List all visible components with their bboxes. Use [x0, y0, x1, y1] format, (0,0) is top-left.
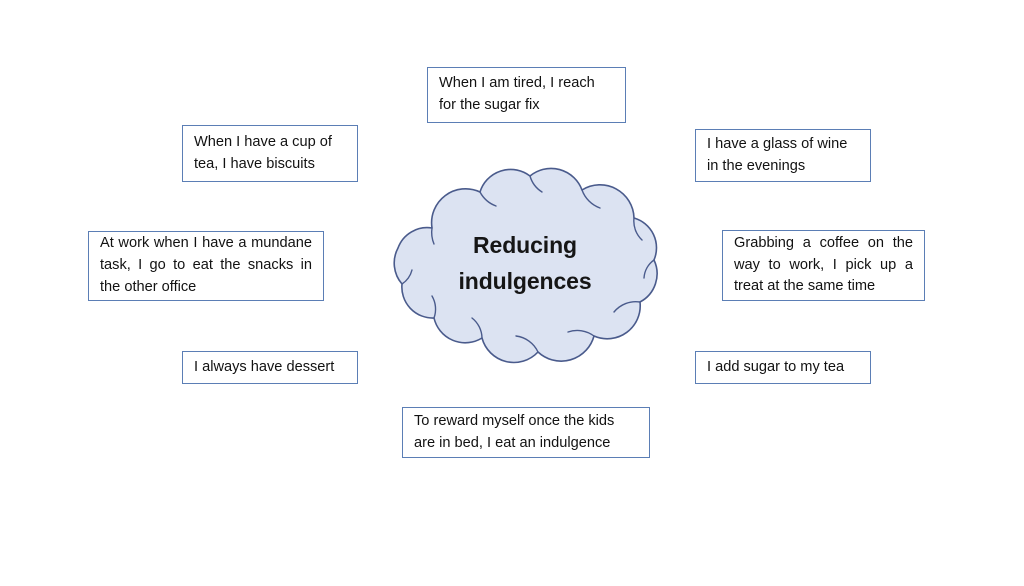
note-box-dessert[interactable]: I always have dessert	[182, 351, 358, 384]
note-text: When I am tired, I reach for the sugar f…	[439, 75, 595, 113]
note-box-sugar-tea[interactable]: I add sugar to my tea	[695, 351, 871, 384]
note-text: I add sugar to my tea	[707, 358, 845, 375]
note-text: Grabbing a coffee on the way to work, I …	[734, 234, 913, 295]
note-text: To reward myself once the kids are in be…	[414, 412, 615, 451]
cloud-icon	[393, 167, 658, 364]
note-box-wine[interactable]: I have a glass of wine in the evenings	[695, 129, 871, 182]
note-box-reward-kids-bed[interactable]: To reward myself once the kids are in be…	[402, 407, 650, 458]
note-text: I always have dessert	[194, 358, 335, 375]
note-box-coffee-treat[interactable]: Grabbing a coffee on the way to work, I …	[722, 230, 925, 301]
note-text: At work when I have a mundane task, I go…	[100, 235, 312, 295]
central-cloud-shape[interactable]: Reducing indulgences	[372, 156, 678, 372]
note-text: When I have a cup of tea, I have biscuit…	[194, 133, 332, 172]
note-box-biscuits[interactable]: When I have a cup of tea, I have biscuit…	[182, 125, 358, 182]
note-box-work-snacks[interactable]: At work when I have a mundane task, I go…	[88, 231, 324, 301]
note-text: I have a glass of wine in the evenings	[707, 135, 848, 174]
note-box-tired[interactable]: When I am tired, I reach for the sugar f…	[427, 67, 626, 123]
